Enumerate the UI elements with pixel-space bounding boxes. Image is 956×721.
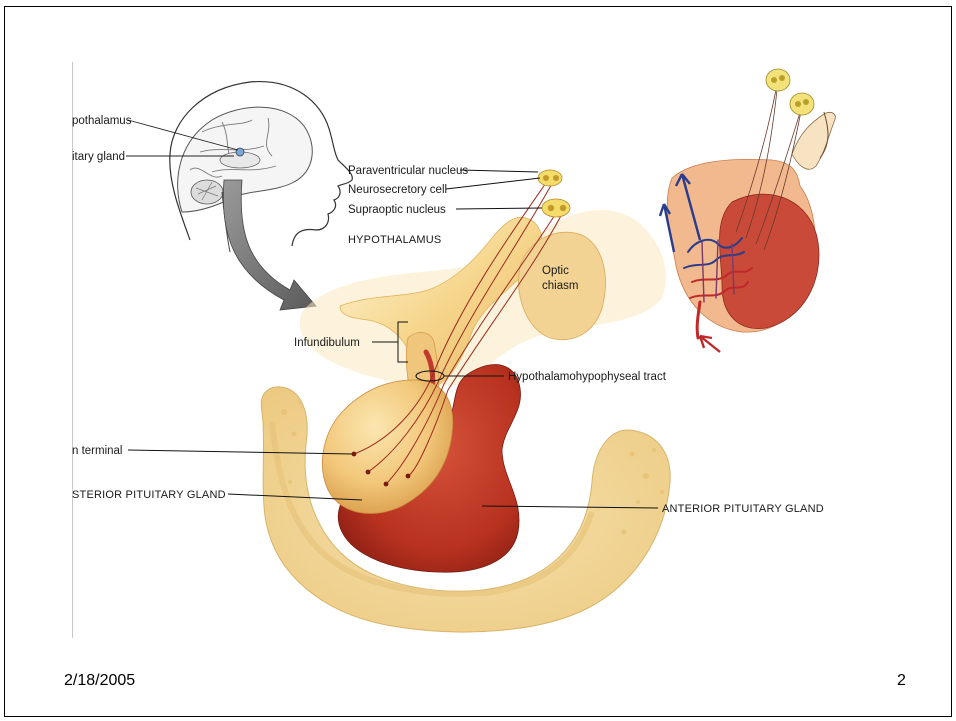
pituitary-diagram: pothalamus itary gland Paraventricular n…	[72, 62, 856, 638]
label-optic: Optic	[542, 265, 569, 277]
label-anterior-pituitary: ANTERIOR PITUITARY GLAND	[662, 503, 824, 515]
inset-illustration	[660, 69, 835, 352]
neurosecretory-cells	[538, 170, 570, 217]
slide-date: 2/18/2005	[64, 672, 135, 690]
label-hypothalamohypophyseal-tract: Hypothalamohypophyseal tract	[508, 371, 667, 383]
label-chiasm: chiasm	[542, 280, 578, 292]
label-posterior-pituitary: STERIOR PITUITARY GLAND	[72, 489, 226, 501]
label-neurosecretory-cell: Neurosecretory cell	[348, 184, 447, 196]
head-illustration	[170, 82, 353, 252]
label-axon-terminal: n terminal	[72, 445, 123, 457]
slide-page-number: 2	[897, 672, 906, 690]
label-hypothalamus-head: pothalamus	[72, 115, 132, 127]
label-supraoptic-nucleus: Supraoptic nucleus	[348, 204, 446, 216]
label-paraventricular-nucleus: Paraventricular nucleus	[348, 165, 468, 177]
label-hypothalamus: HYPOTHALAMUS	[348, 234, 441, 246]
label-infundibulum: Infundibulum	[294, 337, 360, 349]
label-pituitary-head: itary gland	[72, 151, 125, 163]
